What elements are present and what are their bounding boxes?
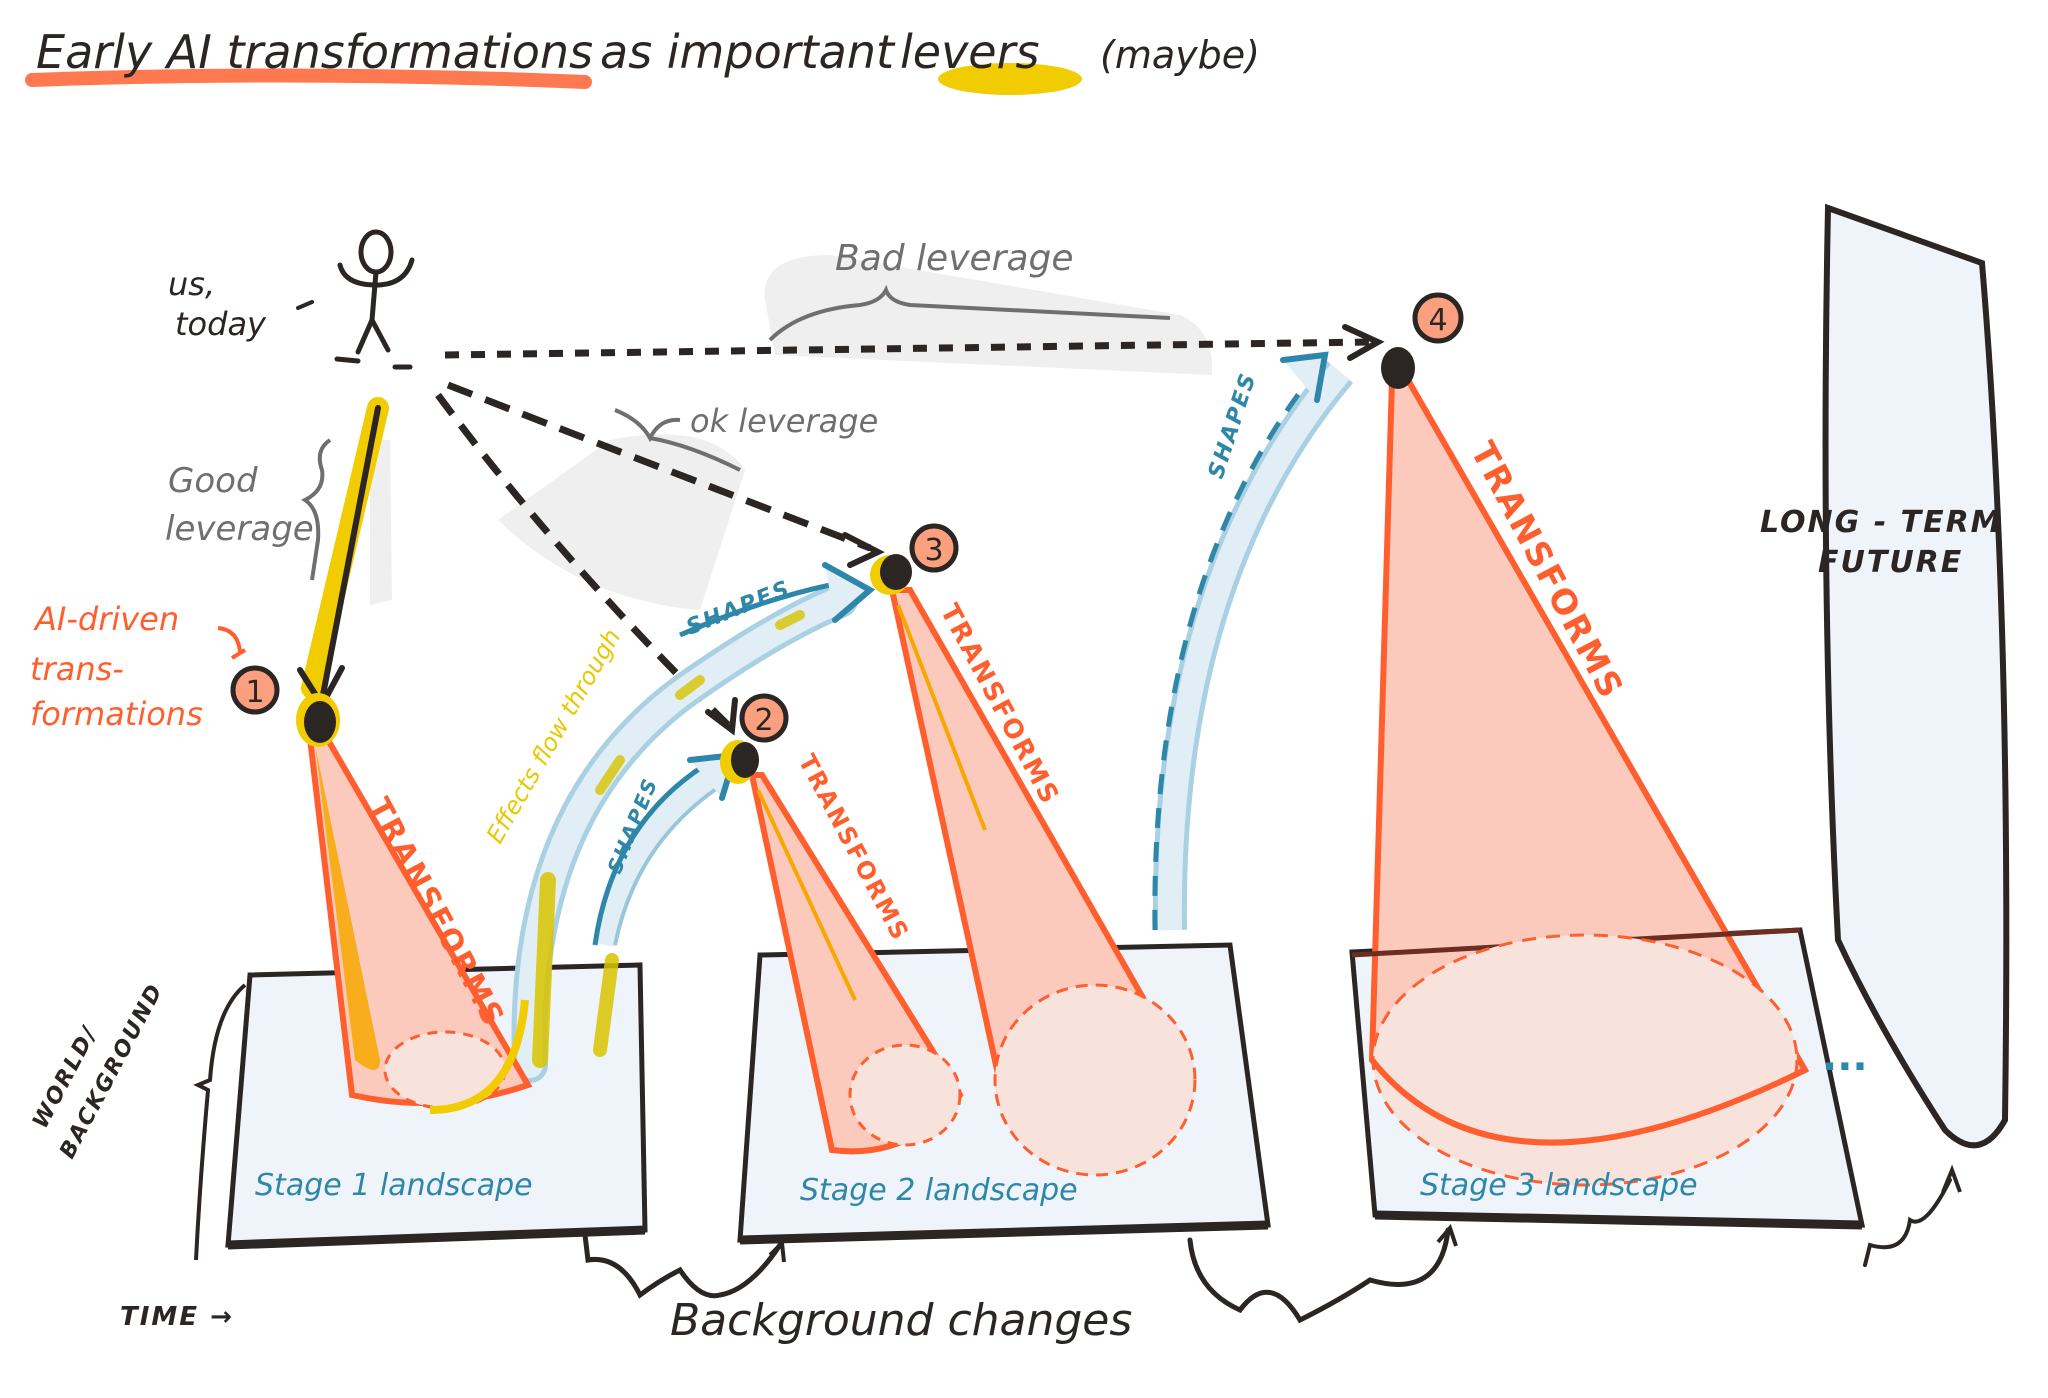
effects-label: Effects flow through	[481, 624, 626, 848]
leverage-arrowhead-node-2	[705, 697, 738, 736]
background-change-arrowhead-1	[768, 1238, 786, 1263]
actor-label-line2: today	[175, 305, 267, 343]
ai-label-connector	[217, 626, 247, 660]
node-2[interactable]: 2	[720, 693, 789, 784]
node-3-label: 3	[924, 533, 943, 568]
ai-label-line1: AI-driven	[33, 600, 179, 638]
ok-leverage-arrowhead	[842, 532, 885, 568]
cone-node-3	[888, 587, 1197, 1177]
node-1[interactable]: 1	[230, 665, 340, 747]
good-leverage-shade	[370, 440, 392, 605]
node-4-badge	[1412, 292, 1464, 344]
future-ellipsis: ...	[1822, 1034, 1868, 1080]
stage-2-label: Stage 2 landscape	[800, 1173, 1078, 1208]
ai-label-line3: formations	[30, 695, 203, 733]
node-4-label: 4	[1428, 303, 1447, 338]
title: Early AI transformations as important le…	[25, 25, 1260, 95]
shapes-arrow-node-2	[592, 751, 740, 1057]
title-middle: as important	[600, 25, 896, 79]
cone-node-4	[1351, 377, 1810, 1187]
ai-label-line2: trans-	[30, 650, 124, 688]
good-leverage-brace	[301, 438, 332, 581]
background-change-arrowhead-3	[1941, 1164, 1962, 1193]
background-change-arrowhead-2	[1436, 1224, 1458, 1247]
good-leverage-arrow	[319, 405, 381, 703]
node-2-badge	[739, 693, 789, 743]
node-4[interactable]: 4	[1381, 292, 1464, 389]
world-brace	[193, 983, 247, 1261]
node-3[interactable]: 3	[870, 523, 959, 595]
stage-1-label: Stage 1 landscape	[255, 1168, 533, 1203]
good-leverage-label-line2: leverage	[165, 509, 314, 549]
background-change-arrow-1	[582, 1232, 783, 1299]
future-label-line2: FUTURE	[1818, 545, 1963, 580]
effects-arrow	[511, 562, 876, 1083]
title-highlight-yellow	[938, 63, 1082, 95]
background-change-arrow-3	[1863, 1178, 1952, 1267]
time-label: TIME →	[120, 1302, 234, 1332]
good-leverage-label-line1: Good	[168, 461, 258, 501]
stick-figure-icon	[334, 229, 415, 370]
title-underline-orange	[25, 68, 592, 89]
bad-leverage-arrowhead	[1342, 324, 1385, 361]
actor-label-line1: us,	[168, 265, 215, 303]
ok-leverage-label: ok leverage	[690, 402, 878, 440]
future-label-line1: LONG - TERM	[1760, 505, 2003, 540]
node-1-label: 1	[245, 675, 264, 710]
background-change-arrow-2	[1187, 1227, 1451, 1324]
ok-leverage-brace	[614, 408, 741, 472]
shapes-arrow-node-4	[1152, 351, 1354, 931]
leverage-arrow-node-2	[435, 392, 731, 728]
bad-leverage-label: Bad leverage	[835, 238, 1074, 279]
title-emphasis: levers	[900, 25, 1039, 79]
stage-3-label: Stage 3 landscape	[1420, 1168, 1698, 1203]
node-1-badge	[230, 665, 280, 715]
cone-node-2	[748, 772, 964, 1155]
ok-leverage-arrow	[446, 381, 872, 552]
node-2-label: 2	[754, 703, 773, 738]
cone-node-1	[306, 734, 533, 1114]
title-prefix: Early AI transformations	[36, 25, 593, 79]
title-suffix: (maybe)	[1100, 33, 1260, 77]
bad-leverage-brace	[768, 284, 1171, 342]
future-panel	[1822, 203, 2010, 1149]
actor-label-tick	[296, 300, 314, 310]
node-3-badge	[909, 523, 959, 573]
background-changes-label: Background changes	[670, 1295, 1132, 1346]
